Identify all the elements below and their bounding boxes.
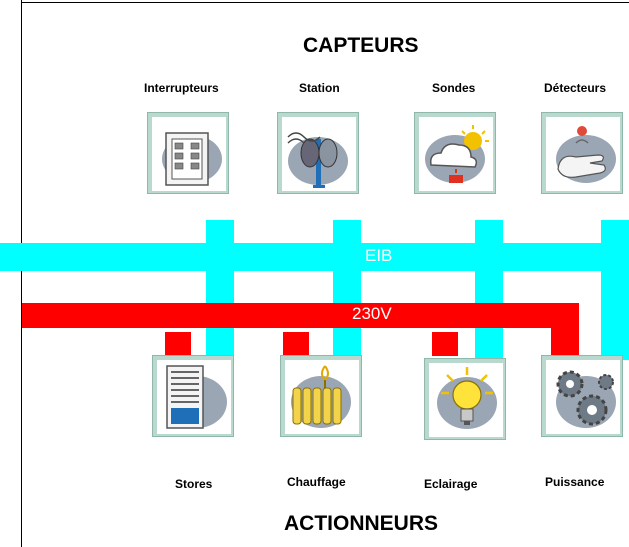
radiator-icon bbox=[285, 360, 359, 434]
sensor-tile-station bbox=[277, 112, 359, 194]
eib-bus-label: EIB bbox=[365, 246, 393, 265]
actuators-heading: ACTIONNEURS bbox=[284, 512, 439, 535]
actuator-tile-stores bbox=[152, 355, 234, 437]
sensor-tile-detecteurs bbox=[541, 112, 623, 194]
sensor-label-detecteurs: Détecteurs bbox=[544, 81, 607, 95]
sensor-tile-interrupteurs bbox=[147, 112, 229, 194]
actuator-label-puissance: Puissance bbox=[545, 475, 605, 489]
actuator-tile-chauffage bbox=[280, 355, 362, 437]
wall-switch-icon bbox=[152, 117, 226, 191]
weather-station-icon bbox=[282, 117, 356, 191]
eib-drop-sondes bbox=[475, 220, 503, 360]
power-bus-right-leg bbox=[551, 303, 579, 357]
sensor-tile-sondes bbox=[414, 112, 496, 194]
sensors-heading: CAPTEURS bbox=[303, 34, 419, 57]
eib-bus bbox=[0, 243, 629, 271]
frame-left-line bbox=[21, 0, 22, 547]
cloud-sun-icon bbox=[419, 117, 493, 191]
power-drop-eclairage bbox=[432, 332, 458, 356]
sensor-label-interrupteurs: Interrupteurs bbox=[144, 81, 219, 95]
power-drop-chauffage bbox=[283, 332, 309, 356]
power-drop-stores bbox=[165, 332, 191, 356]
power-bus bbox=[22, 303, 579, 328]
actuator-tile-eclairage bbox=[424, 358, 506, 440]
eib-drop-detecteurs bbox=[601, 220, 629, 360]
eib-drop-station bbox=[333, 220, 361, 360]
frame-top-line bbox=[21, 2, 629, 3]
actuator-label-stores: Stores bbox=[175, 477, 213, 491]
hand-detector-icon bbox=[546, 117, 620, 191]
light-bulb-icon bbox=[429, 363, 503, 437]
blinds-icon bbox=[157, 360, 231, 434]
actuator-label-chauffage: Chauffage bbox=[287, 475, 346, 489]
actuator-label-eclairage: Eclairage bbox=[424, 477, 478, 491]
sensor-label-station: Station bbox=[299, 81, 340, 95]
actuator-tile-puissance bbox=[541, 355, 623, 437]
power-bus-label: 230V bbox=[352, 304, 392, 323]
eib-drop-interrupteurs bbox=[206, 220, 234, 360]
sensor-label-sondes: Sondes bbox=[432, 81, 476, 95]
gears-icon bbox=[546, 360, 620, 434]
